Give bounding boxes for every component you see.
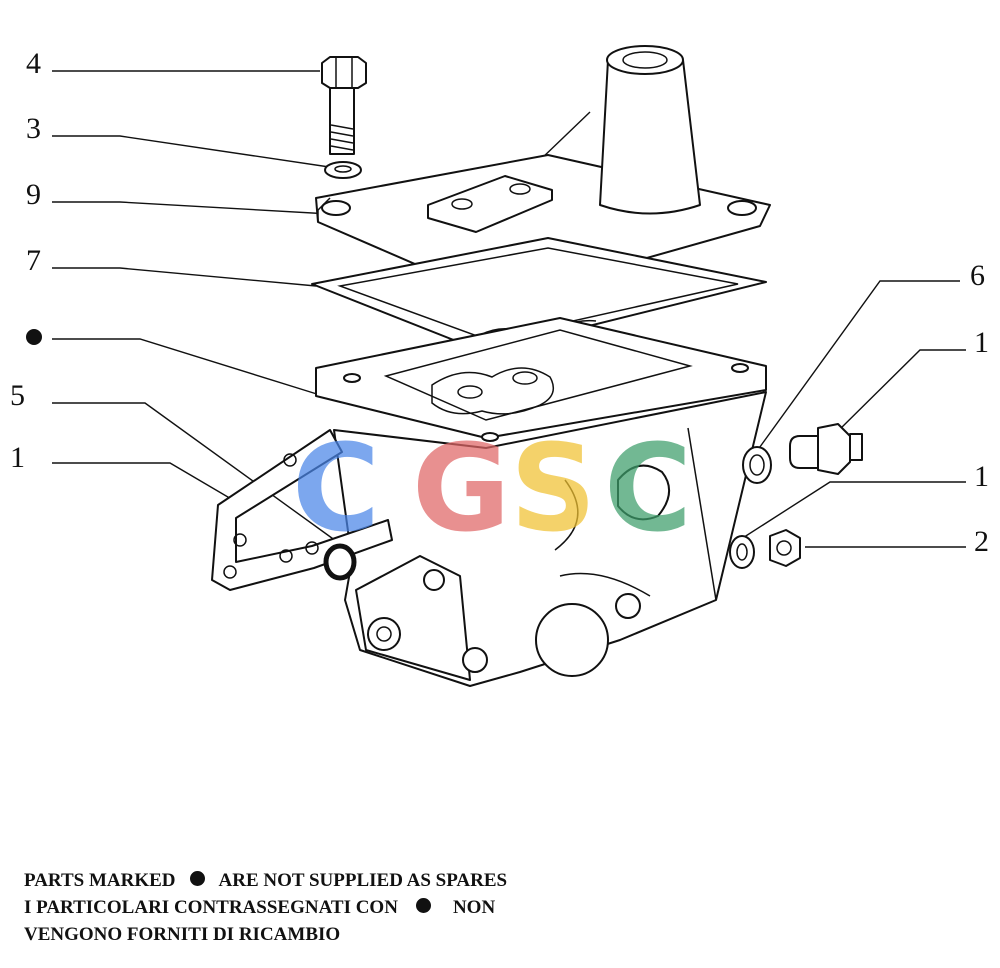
bullet-dot-icon <box>189 871 205 887</box>
washer-part-3 <box>324 161 362 179</box>
callout-4: 4 <box>26 47 41 80</box>
callout-7: 7 <box>26 244 41 277</box>
callout-5: 5 <box>10 379 25 412</box>
footer-line2-after: NON <box>452 897 496 918</box>
drain-plug-part-2 <box>769 529 801 567</box>
bolt-part-4 <box>321 56 367 155</box>
gearbox-housing-body <box>315 317 767 687</box>
footer-line1-after: ARE NOT SUPPLIED AS SPARES <box>218 870 508 891</box>
cgsc-watermark: C G S C <box>292 420 692 559</box>
breather-plug-part-1 <box>789 423 863 475</box>
callout-9: 9 <box>26 178 41 211</box>
watermark-letter-g: G <box>412 420 511 559</box>
watermark-letter-c1: C <box>292 420 380 559</box>
watermark-letter-s: S <box>510 420 596 559</box>
gasket-part-7 <box>311 237 767 353</box>
footer-note-line-3: VENGONO FORNITI DI RICAMBIO <box>24 924 340 946</box>
bullet-dot-icon <box>415 898 431 914</box>
callout-6: 6 <box>970 259 985 292</box>
leader-lines <box>52 70 966 548</box>
callout-1-right-mid: 1 <box>974 460 989 493</box>
not-supplied-marker-dot <box>26 329 42 345</box>
callout-1-left: 1 <box>10 441 25 474</box>
footer-line2-before: I PARTICOLARI CONTRASSEGNATI CON <box>24 897 398 918</box>
watermark-letter-c2: C <box>604 420 692 559</box>
footer-line3: VENGONO FORNITI DI RICAMBIO <box>24 924 341 945</box>
sealing-washer-part-6 <box>742 446 772 484</box>
footer-line1-before: PARTS MARKED <box>24 870 176 891</box>
footer-note-line-1: PARTS MARKED ARE NOT SUPPLIED AS SPARES <box>24 870 507 892</box>
o-ring-part-5 <box>323 543 357 581</box>
callout-2: 2 <box>974 525 989 558</box>
callout-1-right-top: 1 <box>974 326 989 359</box>
washer-part-1 <box>729 535 755 569</box>
footer-note-line-2: I PARTICOLARI CONTRASSEGNATI CON NON <box>24 897 495 919</box>
callout-3: 3 <box>26 112 41 145</box>
